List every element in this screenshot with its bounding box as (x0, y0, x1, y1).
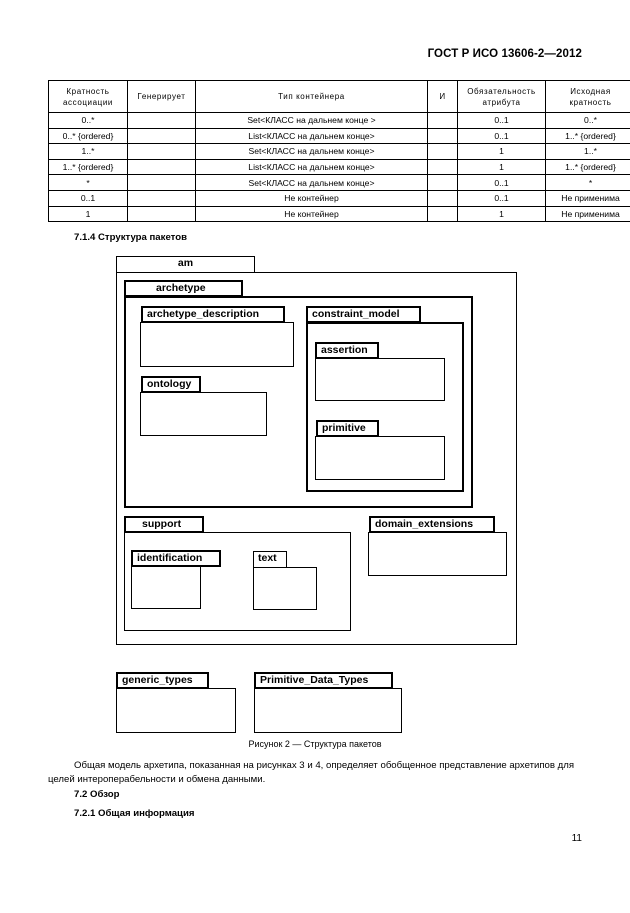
package-tab-primitive-data-types: Primitive_Data_Types (254, 672, 393, 689)
table-cell: Не контейнер (195, 189, 428, 207)
package-tab-text: text (253, 551, 287, 568)
table-cell: 0..1 (457, 127, 546, 145)
package-primitive-data-types (254, 688, 402, 733)
table-cell: 0..1 (457, 189, 546, 207)
package-archetype-description (140, 322, 294, 367)
package-tab-assertion: assertion (315, 342, 379, 359)
section-heading-7-2: 7.2 Обзор (74, 789, 120, 800)
package-ontology (140, 392, 267, 436)
package-identification (131, 566, 201, 609)
table-cell (427, 158, 458, 176)
package-tab-generic-types: generic_types (116, 672, 209, 689)
table-row: 1 Не контейнер 1 Не применима (48, 205, 630, 223)
package-tab-support: support (124, 516, 204, 533)
table-cell: 0..1 (48, 189, 128, 207)
table-cell (427, 143, 458, 160)
multiplicity-table: Кратность ассоциации Генерирует Тип конт… (48, 80, 630, 223)
table-cell: * (545, 174, 630, 191)
table-cell: 1 (48, 205, 128, 223)
package-primitive (315, 436, 445, 480)
package-text (253, 567, 317, 610)
package-tab-identification: identification (131, 550, 221, 567)
package-domain-extensions (368, 532, 507, 576)
table-header-row: Кратность ассоциации Генерирует Тип конт… (48, 80, 630, 113)
table-cell: 1..* (545, 143, 630, 160)
table-cell: List<КЛАСС на дальнем конце> (195, 158, 428, 176)
table-cell: 0..* (545, 112, 630, 129)
column-header: Генерирует (127, 80, 196, 113)
table-cell (427, 112, 458, 129)
table-cell: Set<КЛАСС на дальнем конце > (195, 112, 428, 129)
table-cell: 1..* {ordered} (545, 158, 630, 176)
table-cell: 1..* (48, 143, 128, 160)
page-number: 11 (571, 833, 582, 844)
table-row: 0..* Set<КЛАСС на дальнем конце > 0..1 0… (48, 112, 630, 129)
column-header: Кратность ассоциации (48, 80, 128, 113)
table-cell: 1 (457, 205, 546, 223)
package-tab-archetype: archetype (124, 280, 243, 297)
table-cell: 1..* {ordered} (48, 158, 128, 176)
table-row: 1..* {ordered} List<КЛАСС на дальнем кон… (48, 158, 630, 176)
table-cell (127, 112, 196, 129)
column-header: Тип контейнера (195, 80, 428, 113)
table-row: 0..* {ordered} List<КЛАСС на дальнем кон… (48, 127, 630, 145)
table-cell (127, 127, 196, 145)
table-cell: 0..* {ordered} (48, 127, 128, 145)
table-row: * Set<КЛАСС на дальнем конце> 0..1 * (48, 174, 630, 191)
package-tab-primitive: primitive (316, 420, 379, 437)
table-cell: 0..1 (457, 112, 546, 129)
figure-caption: Рисунок 2 — Структура пакетов (248, 739, 382, 749)
table-cell: Set<КЛАСС на дальнем конце> (195, 143, 428, 160)
column-header: Исходная кратность (545, 80, 630, 113)
package-assertion (315, 358, 445, 401)
table-cell: Не применима (545, 205, 630, 223)
table-cell: Не применима (545, 189, 630, 207)
package-tab-am: am (116, 256, 255, 273)
body-paragraph: Общая модель архетипа, показанная на рис… (48, 760, 575, 785)
table-cell (127, 189, 196, 207)
table-cell: Не контейнер (195, 205, 428, 223)
table-cell: 0..* (48, 112, 128, 129)
table-cell (127, 158, 196, 176)
table-cell (127, 205, 196, 223)
column-header: И (427, 80, 458, 113)
table-cell: 0..1 (457, 174, 546, 191)
package-tab-ontology: ontology (141, 376, 201, 393)
document-header: ГОСТ Р ИСО 13606-2—2012 (427, 48, 582, 60)
table-cell: * (48, 174, 128, 191)
table-cell: 1..* {ordered} (545, 127, 630, 145)
table-cell (427, 174, 458, 191)
package-tab-domain-extensions: domain_extensions (369, 516, 495, 533)
table-cell: 1 (457, 158, 546, 176)
table-cell (127, 143, 196, 160)
table-cell (427, 189, 458, 207)
package-tab-archetype-description: archetype_description (141, 306, 285, 323)
section-heading-7-1-4: 7.1.4 Структура пакетов (74, 232, 187, 243)
section-heading-7-2-1: 7.2.1 Общая информация (74, 808, 195, 819)
package-generic-types (116, 688, 236, 733)
table-row: 1..* Set<КЛАСС на дальнем конце> 1 1..* (48, 143, 630, 160)
table-row: 0..1 Не контейнер 0..1 Не применима (48, 189, 630, 207)
table-cell (427, 127, 458, 145)
package-tab-constraint-model: constraint_model (306, 306, 421, 323)
table-cell: Set<КЛАСС на дальнем конце> (195, 174, 428, 191)
table-cell (427, 205, 458, 223)
column-header: Обязательность атрибута (457, 80, 546, 113)
table-cell: List<КЛАСС на дальнем конце> (195, 127, 428, 145)
table-cell: 1 (457, 143, 546, 160)
table-cell (127, 174, 196, 191)
